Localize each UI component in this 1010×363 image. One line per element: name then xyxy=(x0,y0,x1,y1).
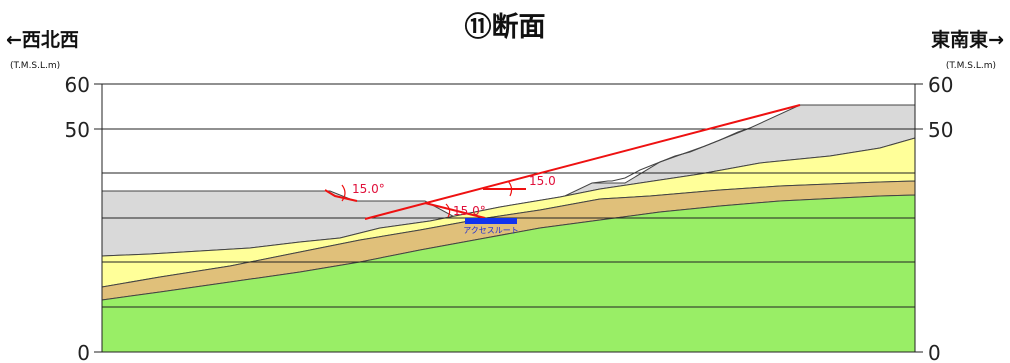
angle-arc-mid xyxy=(445,203,451,218)
section-title: ⑪断面 xyxy=(465,11,546,43)
red-slip-lines xyxy=(324,104,801,220)
right-axis-tick-50: 50 xyxy=(928,118,953,142)
mid-slip-segment xyxy=(424,202,486,219)
right-unit-label: (T.M.S.L.m) xyxy=(946,61,996,71)
left-unit-label: (T.M.S.L.m) xyxy=(10,61,60,71)
axis-ticks xyxy=(94,83,923,353)
access-route-label: アクセスルート xyxy=(463,226,519,235)
angle-arcs xyxy=(341,180,513,218)
right-direction-label: 東南東→ xyxy=(931,28,1004,51)
right-axis-tick-0: 0 xyxy=(928,341,941,363)
angle-label-left: 15.0° xyxy=(352,182,385,196)
left-axis-tick-50: 50 xyxy=(65,118,90,142)
slope-benches xyxy=(591,127,751,184)
left-axis-tick-0: 0 xyxy=(77,341,90,363)
left-slip-segment xyxy=(324,189,358,202)
long-slip-line xyxy=(364,104,801,220)
left-axis-tick-60: 60 xyxy=(65,73,90,97)
left-direction-label: ←西北西 xyxy=(6,29,79,51)
angle-label-mid: 15.0° xyxy=(453,204,486,218)
angle-arc-right xyxy=(507,180,513,197)
angle-label-right: 15.0 xyxy=(529,174,556,188)
right-axis-tick-60: 60 xyxy=(928,73,953,97)
angle-arc-left xyxy=(341,184,346,202)
elevation-grid xyxy=(101,83,916,353)
access-route-bar xyxy=(465,218,517,224)
